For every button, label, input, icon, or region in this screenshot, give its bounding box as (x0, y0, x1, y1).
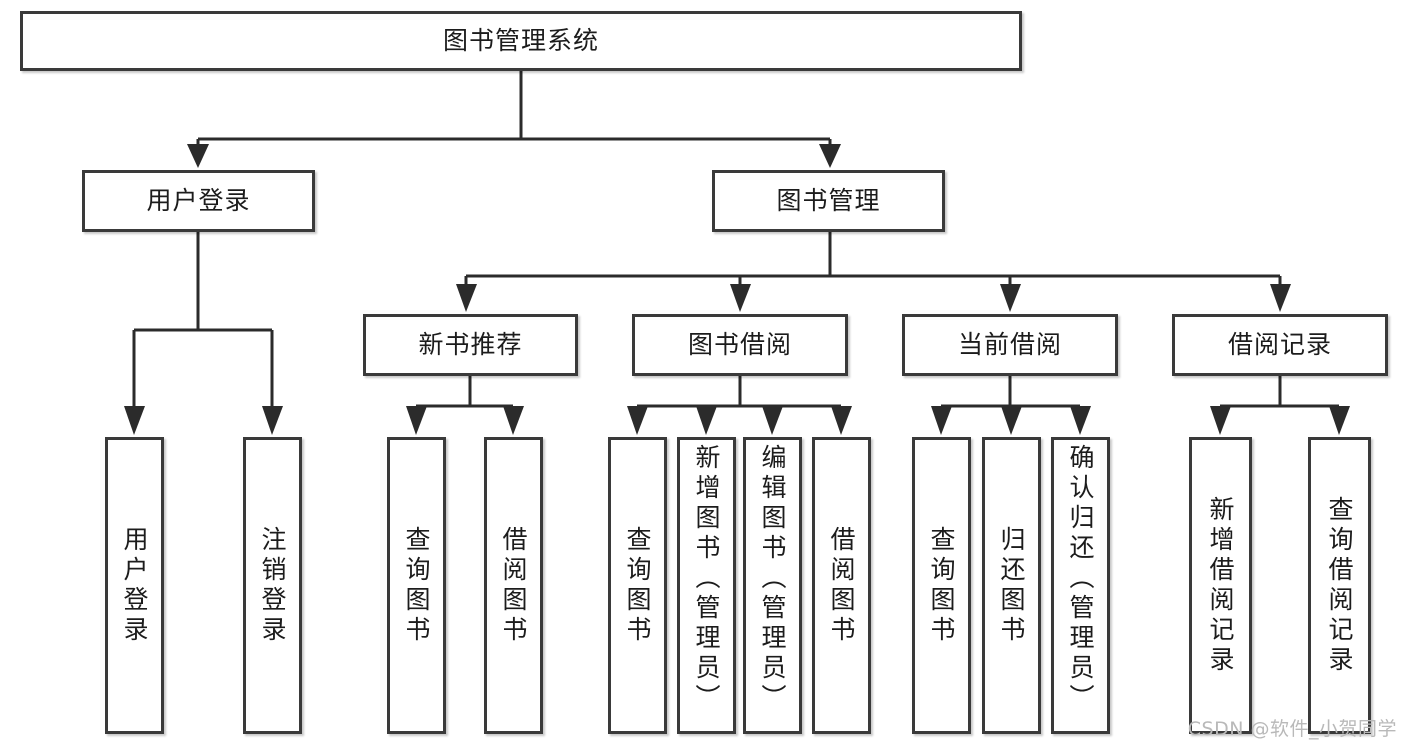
node-leaf-add-borrow-record-label: 新增借阅记录 (1206, 495, 1235, 676)
node-leaf-query-book-3-label: 查询图书 (927, 525, 956, 646)
arrowhead-add-book-admin (696, 406, 717, 435)
node-leaf-return-book-label: 归还图书 (997, 525, 1026, 646)
arrowhead-query-book-1 (406, 406, 427, 435)
node-new-book-rec[interactable]: 新书推荐 (363, 314, 578, 376)
node-leaf-query-book-2[interactable]: 查询图书 (608, 437, 667, 734)
arrowhead-book-mgmt (819, 144, 841, 168)
node-leaf-return-book[interactable]: 归还图书 (982, 437, 1041, 734)
node-leaf-add-book-admin-label: 新增图书（管理员） (692, 444, 721, 714)
node-leaf-user-login[interactable]: 用户登录 (105, 437, 164, 734)
arrowhead-query-book-3 (931, 406, 952, 435)
arrowhead-user-login (187, 144, 209, 168)
arrowhead-new-book-rec (456, 284, 477, 312)
node-user-login[interactable]: 用户登录 (82, 170, 315, 232)
node-leaf-edit-book-admin-label: 编辑图书（管理员） (758, 444, 787, 714)
node-leaf-confirm-return-admin[interactable]: 确认归还（管理员） (1051, 437, 1110, 734)
node-new-book-rec-label: 新书推荐 (418, 329, 523, 359)
node-leaf-query-borrow-record-label: 查询借阅记录 (1325, 495, 1354, 676)
node-borrow-record[interactable]: 借阅记录 (1172, 314, 1388, 376)
arrowhead-edit-book-admin (762, 406, 783, 435)
node-leaf-query-borrow-record[interactable]: 查询借阅记录 (1308, 437, 1371, 734)
node-leaf-query-book-3[interactable]: 查询图书 (912, 437, 971, 734)
node-leaf-confirm-return-admin-label: 确认归还（管理员） (1066, 444, 1095, 714)
arrowhead-borrow-record (1270, 284, 1291, 312)
arrowhead-add-borrow-record (1210, 406, 1231, 435)
arrowhead-return-book (1001, 406, 1022, 435)
node-leaf-borrow-book-1-label: 借阅图书 (499, 525, 528, 646)
node-leaf-borrow-book-2-label: 借阅图书 (827, 525, 856, 646)
arrowhead-book-borrow (730, 284, 751, 312)
node-leaf-user-logout-label: 注销登录 (258, 525, 287, 646)
node-user-login-label: 用户登录 (146, 185, 251, 215)
arrowhead-confirm-return-admin (1070, 406, 1091, 435)
node-root[interactable]: 图书管理系统 (20, 11, 1022, 71)
node-leaf-query-book-1[interactable]: 查询图书 (387, 437, 446, 734)
arrowhead-current-borrow (1000, 284, 1021, 312)
node-book-borrow[interactable]: 图书借阅 (632, 314, 848, 376)
arrowhead-leaf-user-logout (262, 406, 283, 435)
node-current-borrow-label: 当前借阅 (957, 329, 1062, 359)
node-root-label: 图书管理系统 (442, 25, 599, 55)
node-leaf-borrow-book-1[interactable]: 借阅图书 (484, 437, 543, 734)
arrowhead-query-book-2 (627, 406, 648, 435)
node-leaf-query-book-1-label: 查询图书 (402, 525, 431, 646)
node-leaf-edit-book-admin[interactable]: 编辑图书（管理员） (743, 437, 802, 734)
node-leaf-user-logout[interactable]: 注销登录 (243, 437, 302, 734)
node-book-mgmt[interactable]: 图书管理 (712, 170, 945, 232)
arrowhead-leaf-user-login (124, 406, 145, 435)
node-leaf-add-borrow-record[interactable]: 新增借阅记录 (1189, 437, 1252, 734)
node-leaf-user-login-label: 用户登录 (120, 525, 149, 646)
arrowhead-borrow-book-1 (503, 406, 524, 435)
node-book-borrow-label: 图书借阅 (687, 329, 792, 359)
node-leaf-query-book-2-label: 查询图书 (623, 525, 652, 646)
csdn-watermark: CSDN @软件_小贺同学 (1187, 718, 1397, 740)
arrowhead-query-borrow-record (1329, 406, 1350, 435)
node-leaf-borrow-book-2[interactable]: 借阅图书 (812, 437, 871, 734)
arrowhead-borrow-book-2 (831, 406, 852, 435)
node-book-mgmt-label: 图书管理 (776, 185, 881, 215)
node-borrow-record-label: 借阅记录 (1227, 329, 1332, 359)
node-current-borrow[interactable]: 当前借阅 (902, 314, 1118, 376)
node-leaf-add-book-admin[interactable]: 新增图书（管理员） (677, 437, 736, 734)
